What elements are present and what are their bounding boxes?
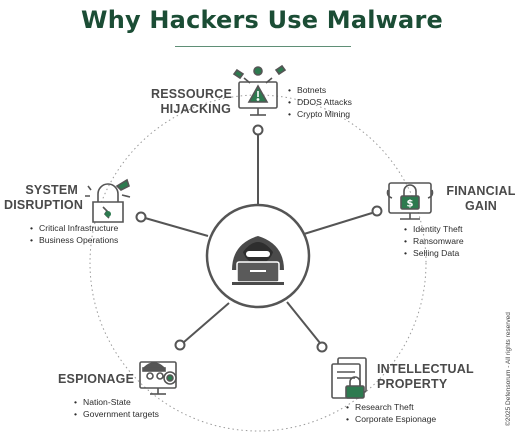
heading-line: FINANCIAL: [446, 184, 516, 198]
list-espionage: Nation-State Government targets: [74, 396, 159, 420]
page-title: Why Hackers Use Malware: [81, 6, 443, 34]
heading-intellectual-property: INTELLECTUAL PROPERTY: [377, 362, 477, 392]
heading-financial-gain: FINANCIAL GAIN: [446, 184, 516, 214]
locked-money-icon: $: [386, 182, 434, 220]
locked-documents-icon: [331, 357, 367, 399]
node-top: [252, 124, 264, 136]
heading-line: ESPIONAGE: [58, 372, 135, 386]
list-system-disruption: Critical Infrastructure Business Operati…: [30, 222, 118, 246]
list-item: Selling Data: [404, 247, 464, 259]
heading-line: INTELLECTUAL: [377, 362, 474, 376]
heading-resource-hijacking: RESSOURCE HIJACKING: [151, 87, 232, 117]
heading-line: PROPERTY: [377, 377, 448, 391]
heading-system-disruption: SYSTEM DISRUPTION: [4, 183, 84, 213]
list-item: Business Operations: [30, 234, 118, 246]
list-item: Ransomware: [404, 235, 464, 247]
list-item: Identity Theft: [404, 223, 464, 235]
list-intellectual-property: Research Theft Corporate Espionage: [346, 401, 436, 425]
list-item: Research Theft: [346, 401, 436, 413]
list-item: Government targets: [74, 408, 159, 420]
monitor-warning-icon: [232, 64, 287, 116]
list-item: Crypto Mining: [288, 108, 352, 120]
list-item: DDOS Attacks: [288, 96, 352, 108]
list-item: Corporate Espionage: [346, 413, 436, 425]
spoke-bottom-left: [183, 302, 230, 343]
title-divider: [175, 46, 351, 47]
spoke-bottom-right: [286, 301, 321, 344]
broken-lock-icon: [85, 178, 131, 223]
node-bottom-left: [174, 339, 186, 351]
spoke-nodes: [135, 124, 383, 353]
outer-dotted-ring: [89, 94, 427, 432]
spoke-left: [144, 217, 209, 237]
hacker-laptop-icon: [232, 236, 284, 285]
heading-line: DISRUPTION: [4, 198, 84, 212]
node-left: [135, 211, 147, 223]
svg-text:$: $: [407, 199, 414, 210]
spokes: [144, 135, 373, 344]
spy-monitor-icon: [139, 361, 177, 395]
list-resource-hijacking: Botnets DDOS Attacks Crypto Mining: [288, 84, 352, 120]
list-item: Critical Infrastructure: [30, 222, 118, 234]
heading-line: SYSTEM: [25, 183, 78, 197]
copyright-notice: ©2025 Defensorum - All rights reserved: [505, 312, 512, 426]
heading-line: HIJACKING: [160, 102, 231, 116]
node-right: [371, 205, 383, 217]
node-bottom-right: [316, 341, 328, 353]
list-item: Nation-State: [74, 396, 159, 408]
heading-line: GAIN: [464, 199, 498, 213]
list-item: Botnets: [288, 84, 352, 96]
heading-espionage: ESPIONAGE: [58, 372, 138, 387]
spoke-right: [303, 212, 373, 235]
heading-line: RESSOURCE: [151, 87, 232, 101]
list-financial-gain: Identity Theft Ransomware Selling Data: [404, 223, 464, 259]
